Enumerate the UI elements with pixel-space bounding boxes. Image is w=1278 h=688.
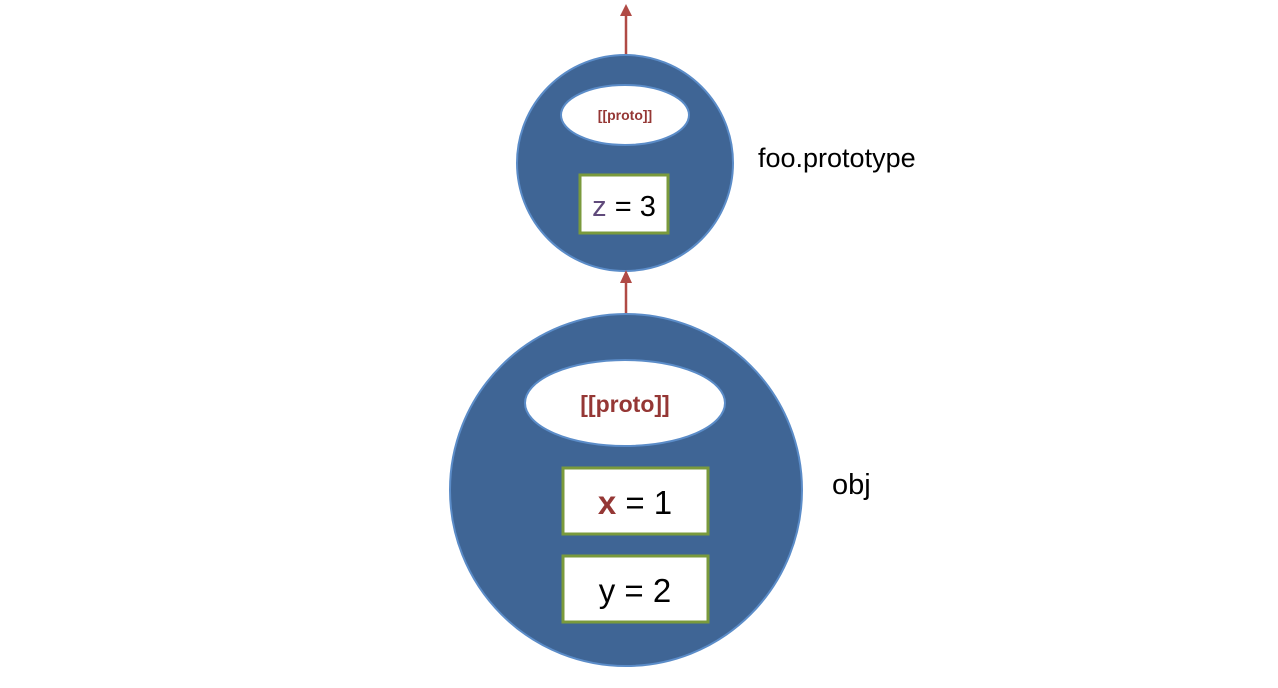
arrow-head-obj [620,270,632,283]
property-x: x = 1 [598,484,672,521]
property-z: z = 3 [592,191,656,223]
property-box-x [561,466,710,536]
property-box-z [578,173,670,235]
foo-prototype-proto-label: [[proto]] [598,107,652,123]
obj-proto-label: [[proto]] [580,391,669,417]
arrow-head-top [620,4,632,16]
foo-prototype-label: foo.prototype [758,143,916,173]
foo-prototype-proto-ellipse [560,84,690,146]
obj-label: obj [832,469,871,501]
property-y: y = 2 [599,572,671,609]
obj-proto-ellipse [524,359,726,447]
property-box-y [561,554,710,624]
